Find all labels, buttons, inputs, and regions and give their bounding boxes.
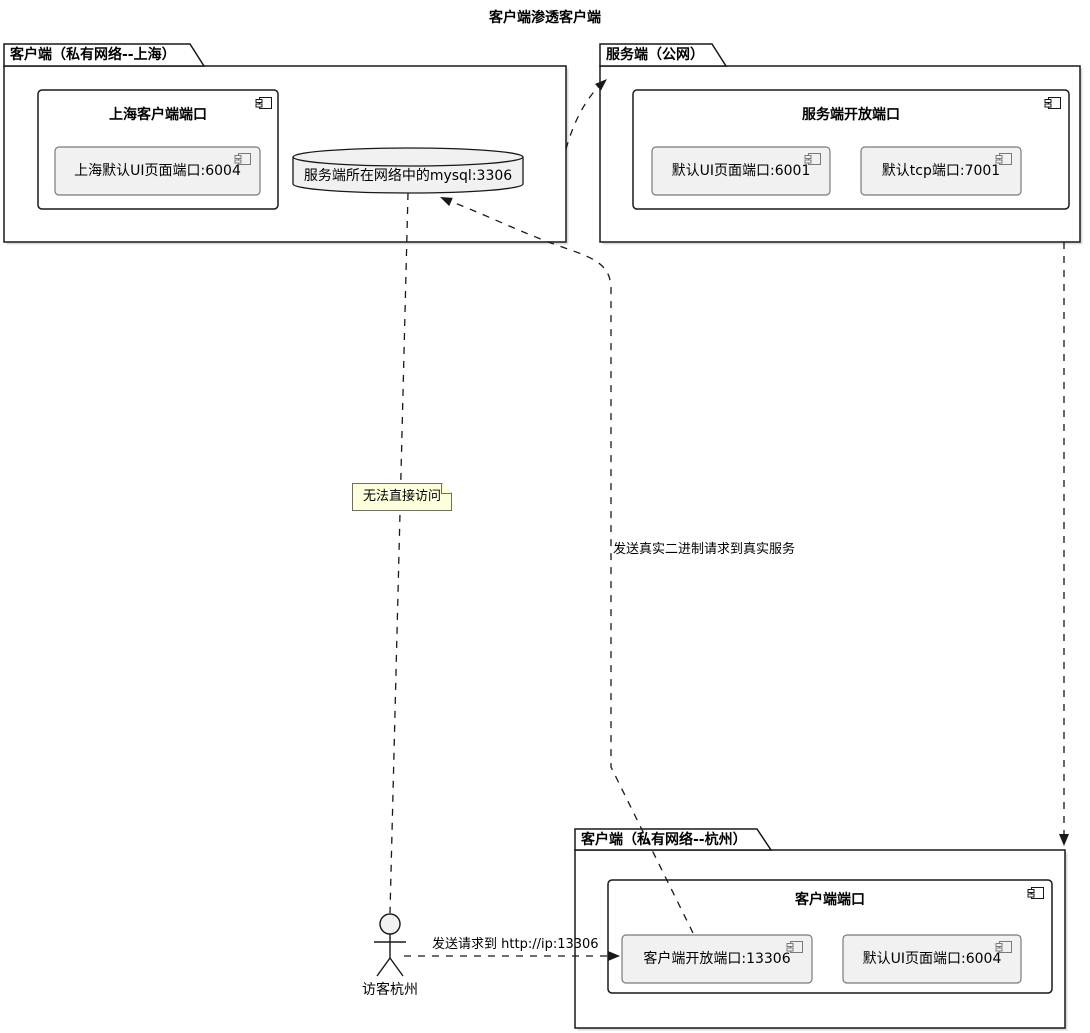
package-server-tab bbox=[599, 43, 728, 67]
component-shanghai-ui-6004 bbox=[54, 146, 261, 196]
component-hangzhou-open-13306 bbox=[621, 934, 813, 984]
package-server-label: 服务端（公网） bbox=[606, 47, 704, 63]
database-cylinder bbox=[292, 147, 524, 194]
edge-request-label: 发送请求到 http://ip:13306 bbox=[432, 937, 599, 952]
note-cannot-access: 无法直接访问 bbox=[352, 483, 452, 511]
edge-shanghai-to-server bbox=[565, 81, 604, 150]
edge-hangzhou13306-to-mysql bbox=[446, 199, 694, 934]
edge-visitor-to-mysql bbox=[389, 192, 409, 914]
component-icon bbox=[255, 97, 272, 109]
component-hangzhou-open-13306-label: 客户端开放端口:13306 bbox=[643, 951, 791, 967]
package-shanghai-tab bbox=[3, 43, 206, 67]
component-icon bbox=[995, 941, 1012, 953]
diagram-title: 客户端渗透客户端 bbox=[489, 10, 601, 26]
arrowhead-to-server bbox=[595, 79, 607, 91]
note-fold-corner bbox=[441, 484, 451, 494]
component-hangzhou-ui-6004 bbox=[842, 934, 1022, 984]
package-hangzhou-label: 客户端（私有网络--杭州） bbox=[581, 832, 747, 848]
component-server-tcp-7001 bbox=[860, 146, 1022, 196]
edge-binary-label: 发送真实二进制请求到真实服务 bbox=[613, 542, 796, 557]
component-icon bbox=[234, 153, 251, 165]
component-icon bbox=[1044, 97, 1061, 109]
component-hangzhou-ui-6004-label: 默认UI页面端口:6004 bbox=[862, 951, 1002, 967]
arrowhead-to-13306 bbox=[608, 951, 620, 961]
package-hangzhou-tab bbox=[574, 828, 773, 851]
component-icon bbox=[995, 153, 1012, 165]
actor-figure bbox=[374, 913, 406, 977]
component-server-tcp-7001-label: 默认tcp端口:7001 bbox=[881, 163, 1001, 179]
arrowhead-to-mysql bbox=[440, 197, 453, 207]
component-icon bbox=[786, 941, 803, 953]
component-hangzhou-ports-title: 客户端端口 bbox=[795, 892, 865, 908]
arrowhead-to-hangzhou bbox=[1059, 834, 1069, 846]
component-server-ports-title: 服务端开放端口 bbox=[802, 107, 900, 123]
component-icon bbox=[804, 153, 821, 165]
note-text: 无法直接访问 bbox=[362, 489, 441, 504]
component-shanghai-ui-6004-label: 上海默认UI页面端口:6004 bbox=[74, 163, 241, 179]
component-icon bbox=[1027, 887, 1044, 899]
component-server-ui-6001 bbox=[651, 146, 831, 196]
component-server-ui-6001-label: 默认UI页面端口:6001 bbox=[671, 163, 811, 179]
actor-label: 访客杭州 bbox=[362, 982, 418, 998]
component-shanghai-ports-title: 上海客户端端口 bbox=[109, 107, 207, 123]
database-label: 服务端所在网络中的mysql:3306 bbox=[303, 168, 513, 184]
package-shanghai-label: 客户端（私有网络--上海） bbox=[10, 47, 176, 63]
